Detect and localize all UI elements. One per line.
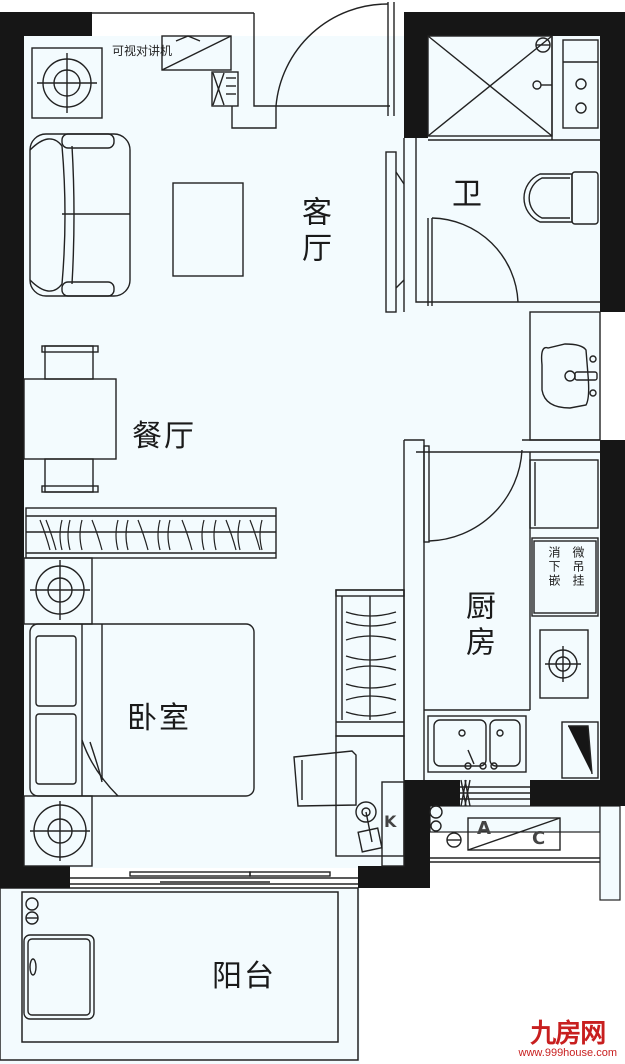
room-label-kitchen: 厨房 bbox=[460, 590, 495, 662]
cabinet-label-right: 微吊挂 bbox=[571, 546, 585, 588]
room-label-bedroom: 卧室 bbox=[127, 701, 191, 736]
cabinet-label-left: 消下嵌 bbox=[547, 546, 561, 588]
room-label-living: 客厅 bbox=[296, 196, 331, 268]
room-label-balcony: 阳台 bbox=[212, 959, 276, 994]
intercom-label: 可视对讲机 bbox=[112, 44, 173, 58]
room-label-bathroom: 卫 bbox=[452, 177, 484, 212]
walls bbox=[0, 12, 625, 888]
ac-label-a: A bbox=[477, 818, 491, 839]
watermark-url: www.999house.com bbox=[518, 1046, 617, 1059]
k-marker: K bbox=[384, 812, 397, 831]
ac-label-c: C bbox=[532, 828, 546, 849]
watermark-logo: 九房网 www.999house.com bbox=[519, 1021, 617, 1060]
watermark-brand: 九房网 bbox=[530, 1018, 606, 1049]
room-label-dining: 餐厅 bbox=[132, 419, 196, 454]
